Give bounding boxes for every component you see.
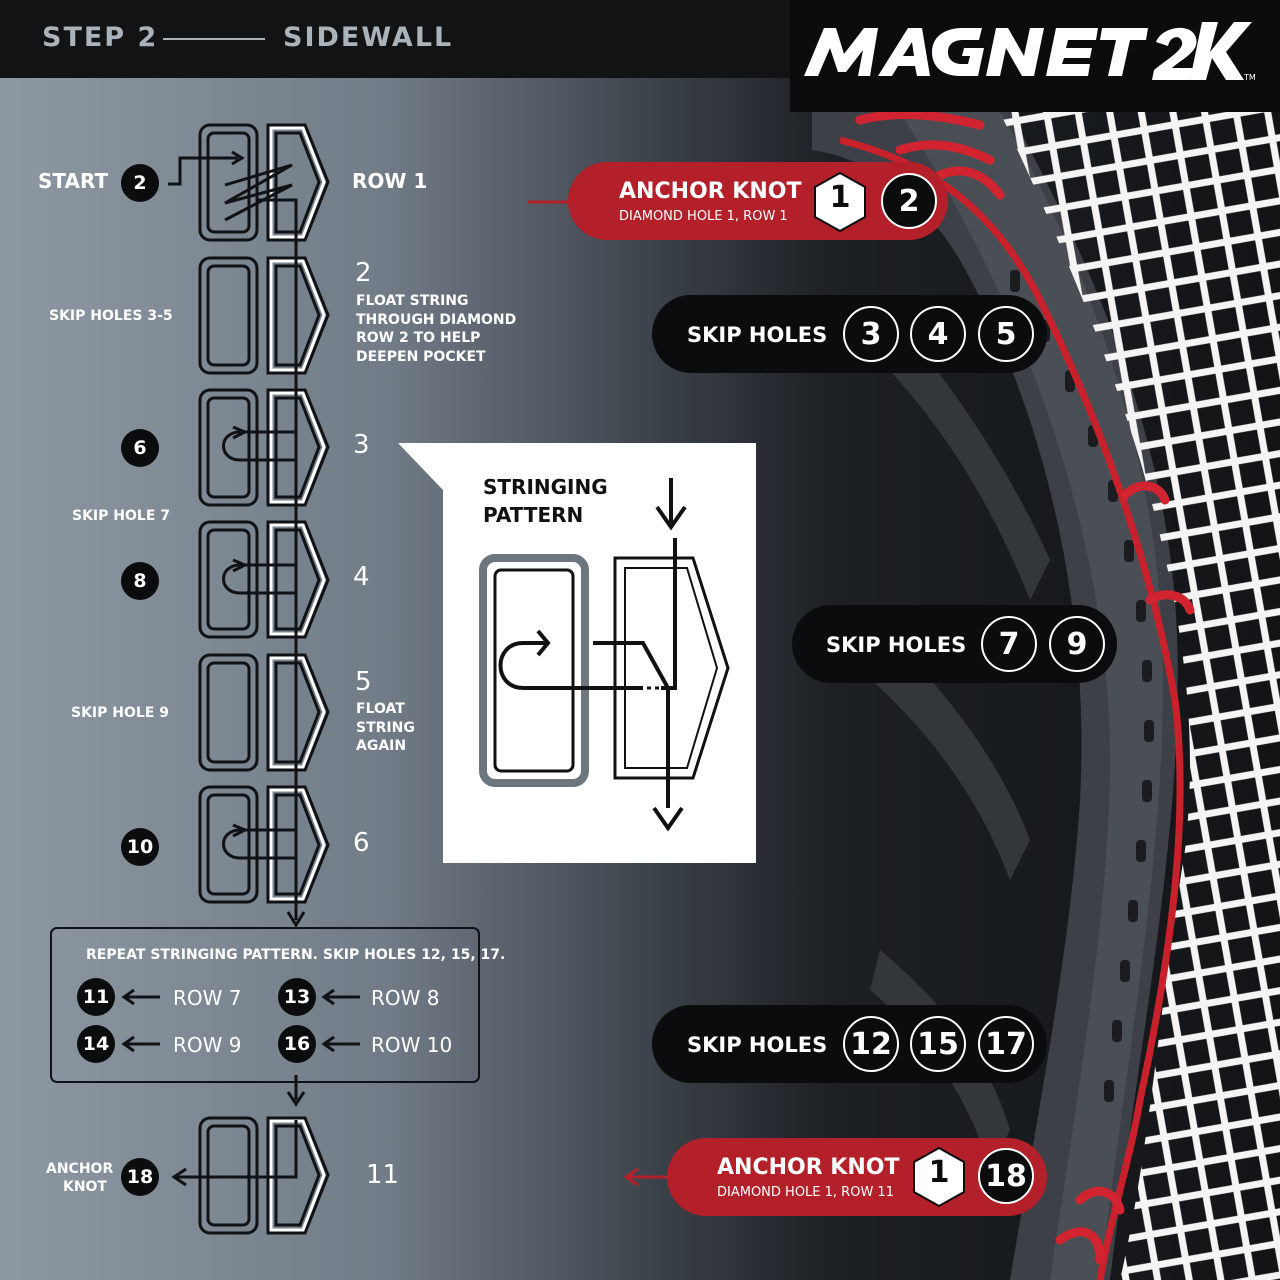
stringing-pattern-panel: STRINGING PATTERN [443, 443, 756, 863]
anchor-knot-top-sub: DIAMOND HOLE 1, ROW 1 [619, 209, 788, 224]
row-3-number: 3 [353, 430, 370, 460]
anchor-knot-label: ANCHOR KNOT [46, 1160, 114, 1196]
hole-10-marker: 10 [121, 828, 159, 866]
diamond-hole-number: 1 [829, 180, 851, 215]
skip-holes-label: SKIP HOLES [687, 1033, 828, 1057]
row-4-number: 4 [353, 562, 370, 592]
row-5-note: FLOAT STRING AGAIN [356, 700, 415, 756]
skip-hole-9-label: SKIP HOLE 9 [71, 705, 169, 721]
row-6-number: 6 [353, 828, 370, 858]
step-label: STEP 2 [42, 22, 159, 53]
skip-hole-12-badge: 12 [843, 1016, 899, 1072]
hole-6-marker: 6 [121, 429, 159, 467]
skip-holes-label: SKIP HOLES [826, 633, 967, 657]
header-divider [163, 38, 265, 40]
start-label: START [38, 169, 109, 193]
row-1-label: ROW 1 [352, 169, 428, 193]
anchor-knot-bottom-title: ANCHOR KNOT [717, 1155, 900, 1180]
hole-16-marker: 16 [278, 1025, 316, 1063]
svg-text:TM: TM [1243, 73, 1256, 82]
skip-hole-3-badge: 3 [843, 306, 899, 362]
hole-2-marker: 2 [121, 164, 159, 202]
row-4-holes [198, 520, 330, 639]
skip-hole-4-badge: 4 [910, 306, 966, 362]
anchor-knot-top-title: ANCHOR KNOT [619, 179, 802, 204]
row-5-number: 5 [355, 667, 372, 697]
row-7-label: ROW 7 [173, 986, 242, 1010]
anchor-knot-label-line: KNOT [62, 1179, 107, 1195]
stringing-diagram [198, 123, 700, 1232]
brand-logo: TM [804, 22, 1256, 82]
row-2-note-line: THROUGH DIAMOND [356, 311, 517, 328]
row-2-note-line: FLOAT STRING [356, 293, 469, 309]
skip-hole-15-badge: 15 [910, 1016, 966, 1072]
row-2-note-line: ROW 2 TO HELP [356, 330, 481, 346]
skip-hole-5-badge: 5 [978, 306, 1034, 362]
row-2-number: 2 [355, 258, 372, 288]
diamond-hole-number: 1 [928, 1155, 950, 1190]
skip-hole-7-badge: 7 [981, 616, 1037, 672]
anchor-knot-bottom-sub: DIAMOND HOLE 1, ROW 11 [717, 1185, 894, 1200]
hole-14-marker: 14 [77, 1025, 115, 1063]
repeat-pattern-label: REPEAT STRINGING PATTERN. SKIP HOLES 12,… [86, 947, 506, 963]
pattern-title: STRINGING PATTERN [483, 473, 608, 529]
anchor-knot-label-line: ANCHOR [46, 1161, 114, 1177]
pattern-title-line: STRINGING [483, 475, 608, 499]
row-5-note-line: FLOAT [356, 701, 405, 717]
row-9-label: ROW 9 [173, 1033, 242, 1057]
skip-hole-17-badge: 17 [978, 1016, 1034, 1072]
skip-hole-9-badge: 9 [1049, 616, 1105, 672]
row-5-note-line: AGAIN [356, 738, 407, 754]
row-2-note-line: DEEPEN POCKET [356, 348, 486, 365]
sidewall-hole-18-badge: 18 [978, 1148, 1034, 1204]
section-label: SIDEWALL [283, 22, 454, 53]
row-10-label: ROW 10 [371, 1033, 453, 1057]
skip-hole-7-label: SKIP HOLE 7 [72, 508, 170, 524]
skip-holes-label: SKIP HOLES [687, 323, 828, 347]
hole-18-marker: 18 [121, 1158, 159, 1196]
row-8-label: ROW 8 [371, 986, 440, 1010]
row-2-note: FLOAT STRING THROUGH DIAMOND ROW 2 TO HE… [356, 292, 516, 366]
diamond-hole-hexagon [913, 1146, 965, 1208]
hole-11-marker: 11 [77, 978, 115, 1016]
pattern-illustration [479, 478, 730, 832]
diamond-hole-hexagon [814, 171, 866, 233]
row-11-number: 11 [366, 1160, 400, 1190]
pattern-title-line: PATTERN [483, 503, 584, 527]
row-5-note-line: STRING [356, 719, 415, 736]
hole-13-marker: 13 [278, 978, 316, 1016]
hole-8-marker: 8 [121, 562, 159, 600]
sidewall-hole-2-badge: 2 [881, 173, 937, 229]
skip-holes-3-5-label: SKIP HOLES 3-5 [49, 308, 173, 324]
row-1-holes [198, 123, 330, 242]
